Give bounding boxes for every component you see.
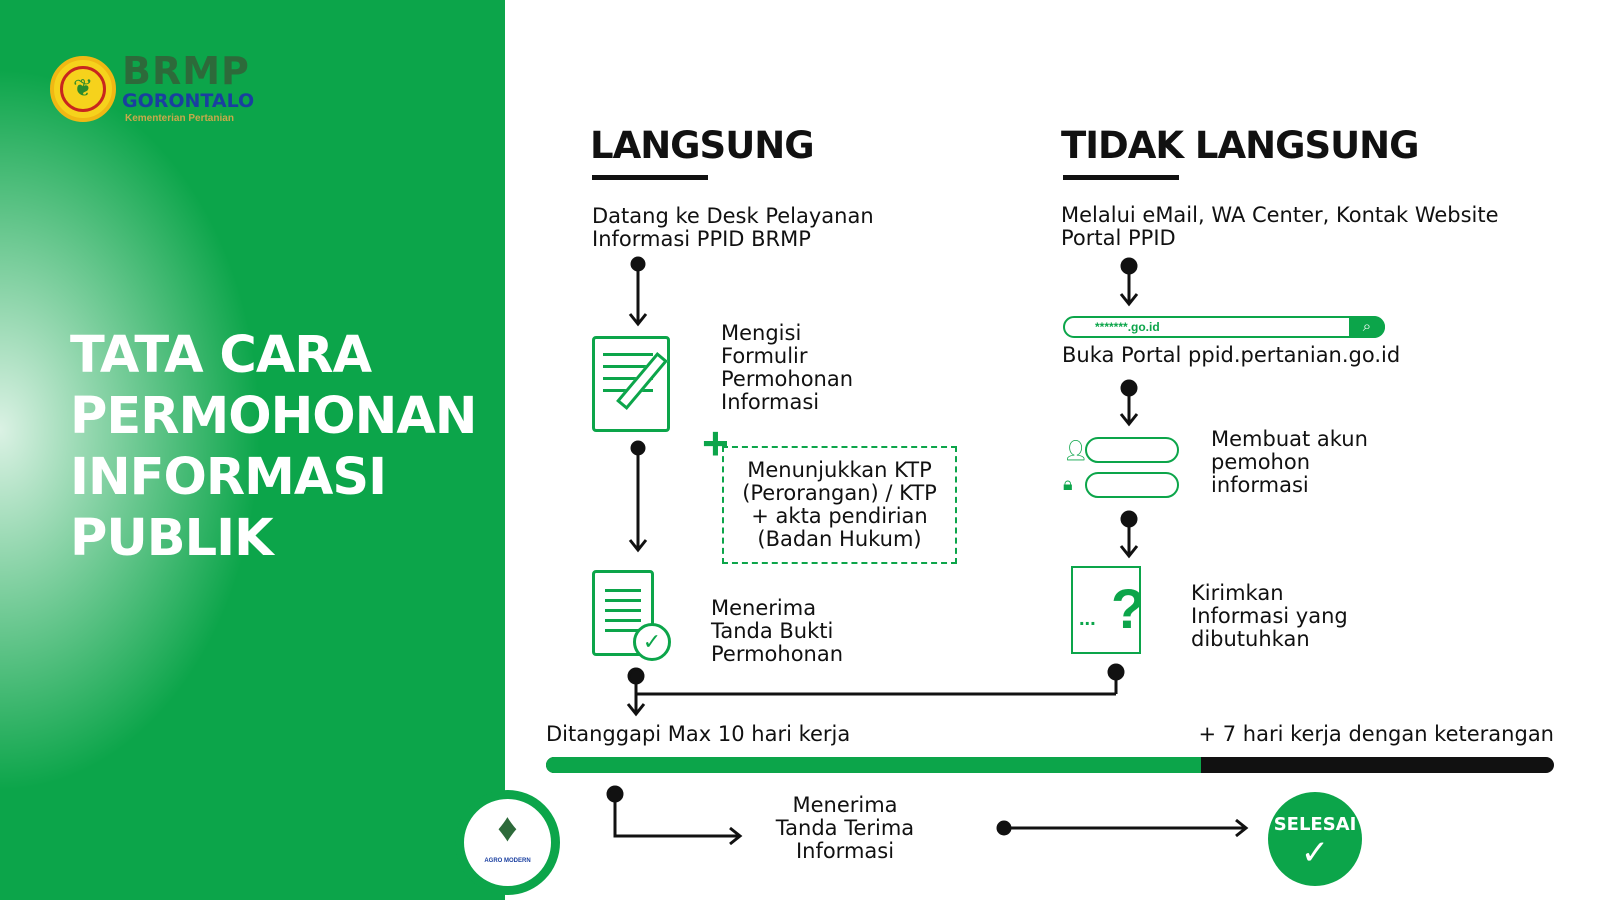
logo-ministry: Kementerian Pertanian: [125, 113, 234, 124]
plus-icon: +: [702, 417, 729, 469]
text-line: Formulir: [721, 344, 808, 368]
timeline-progress-fill: [546, 757, 1202, 773]
text-line: Mengisi: [721, 321, 802, 345]
text-line: Kirimkan: [1191, 581, 1284, 605]
title-line: TATA CARA: [70, 326, 372, 385]
text-line: Informasi yang: [1191, 604, 1348, 628]
text-line: informasi: [1211, 473, 1309, 497]
heading-underline: [1063, 175, 1179, 180]
text-line: Menerima: [711, 596, 817, 620]
ministry-emblem-icon: ❦: [50, 56, 116, 122]
logo-brmp: BRMP: [122, 49, 250, 93]
text-line: Permohonan: [711, 642, 844, 666]
text-line: dibutuhkan: [1191, 627, 1310, 651]
logo-region: GORONTALO: [122, 90, 255, 112]
done-badge: SELESAI✓: [1268, 792, 1362, 886]
timeline-progress-bar: [546, 757, 1554, 773]
password-field-icon: [1085, 472, 1179, 498]
portal-url-bar: *******.go.id: [1063, 316, 1385, 338]
text-line: Datang ke Desk Pelayanan: [592, 204, 874, 228]
heading-underline: [592, 175, 708, 180]
search-icon: ⌕: [1349, 316, 1385, 338]
requirement-note: Menunjukkan KTP(Perorangan) / KTP+ akta …: [722, 446, 957, 564]
page-title: TATA CARA PERMOHONAN INFORMASI PUBLIK: [70, 325, 477, 569]
text-line: Tanda Bukti: [711, 619, 834, 643]
text-line: Portal PPID: [1061, 226, 1176, 250]
tidak-langsung-step2: Buka Portal ppid.pertanian.go.id: [1062, 343, 1401, 367]
text-line: (Badan Hukum): [757, 527, 922, 551]
title-line: PUBLIK: [70, 509, 274, 568]
text-line: + akta pendirian: [751, 504, 928, 528]
left-panel: [0, 0, 505, 900]
lock-icon: 🔒︎: [1063, 474, 1073, 494]
question-icon: ...?: [1071, 566, 1141, 654]
form-pencil-icon: [592, 336, 670, 432]
timeline-right-label: + 7 hari kerja dengan keterangan: [1198, 722, 1554, 746]
text-line: Tanda Terima: [775, 816, 915, 840]
agro-modern-logo: ♦ AGRO MODERN: [455, 790, 560, 895]
username-field-icon: [1085, 437, 1179, 463]
user-icon: 👤︎: [1063, 440, 1089, 462]
text-line: Menunjukkan KTP: [747, 458, 932, 482]
text-line: Informasi PPID BRMP: [592, 227, 811, 251]
check-icon: ✓: [1300, 833, 1330, 873]
tidak-langsung-heading: TIDAK LANGSUNG: [1061, 124, 1419, 167]
timeline-left-label: Ditanggapi Max 10 hari kerja: [546, 722, 851, 746]
agro-modern-label: AGRO MODERN: [484, 858, 531, 864]
langsung-heading: LANGSUNG: [590, 124, 815, 167]
text-line: Menerima: [792, 793, 898, 817]
text-line: pemohon: [1211, 450, 1311, 474]
text-line: Permohonan: [721, 367, 854, 391]
title-line: INFORMASI: [70, 448, 387, 507]
text-line: Membuat akun: [1211, 427, 1368, 451]
text-line: Informasi: [721, 390, 820, 414]
text-line: Melalui eMail, WA Center, Kontak Website: [1061, 203, 1499, 227]
text-line: (Perorangan) / KTP: [742, 481, 937, 505]
clipboard-check-icon: ✓: [592, 570, 671, 661]
title-line: PERMOHONAN: [70, 387, 477, 446]
done-label: SELESAI: [1273, 814, 1357, 835]
text-line: Informasi: [795, 839, 895, 863]
tidak-langsung-step1: Melalui eMail, WA Center, Kontak Website…: [1061, 204, 1499, 250]
